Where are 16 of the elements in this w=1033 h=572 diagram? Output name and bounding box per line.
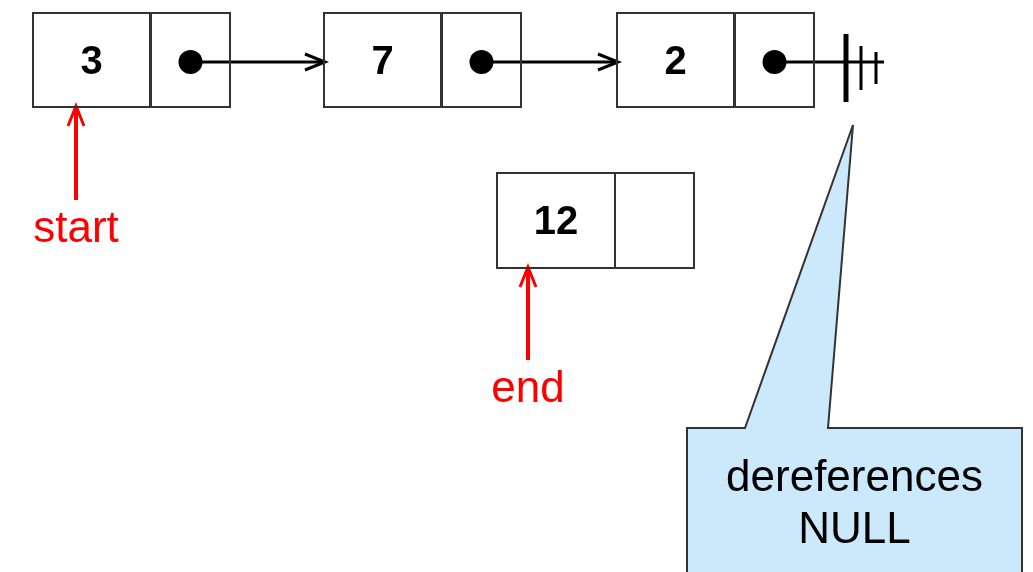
value-cell: 12 (496, 172, 616, 269)
value-cell: 7 (323, 12, 442, 108)
pointer-cell (441, 12, 522, 108)
null-terminator-icon (842, 34, 884, 102)
arrow (66, 104, 86, 200)
pointer-label: start (33, 202, 119, 252)
value-cell: 2 (616, 12, 735, 108)
pointer-label: end (491, 362, 565, 412)
pointer-cell (734, 12, 815, 108)
pointer-cell (150, 12, 231, 108)
value-cell: 3 (32, 12, 151, 108)
pointer-cell (614, 172, 695, 269)
arrow (518, 265, 538, 360)
arrow (469, 50, 620, 74)
arrow (178, 50, 327, 74)
callout-text: dereferences NULL (725, 450, 984, 554)
